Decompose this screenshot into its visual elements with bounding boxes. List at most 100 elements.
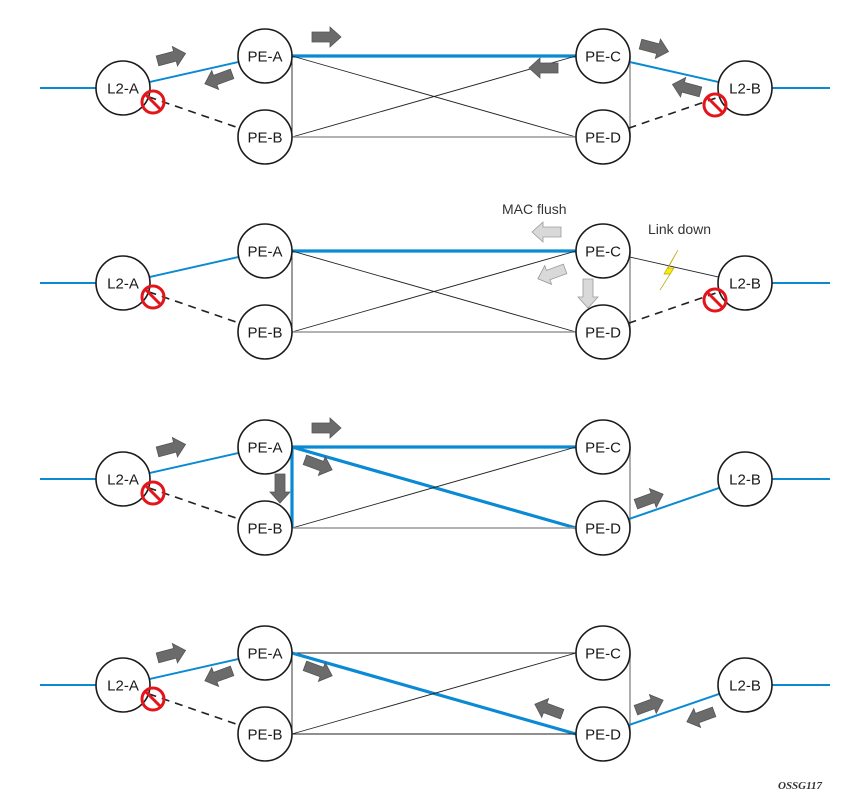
links xyxy=(40,249,830,333)
flow-arrow-right-icon xyxy=(155,436,187,458)
flow-arrow-right-icon xyxy=(311,26,342,48)
link-l2-a-pe-b xyxy=(148,487,240,520)
node-pe-d: PE-D xyxy=(575,109,631,165)
node-label: L2-B xyxy=(729,472,761,489)
node-label: PE-B xyxy=(247,521,282,538)
node-l2-a: L2-A xyxy=(95,451,151,507)
node-pe-a: PE-A xyxy=(237,625,293,681)
node-l2-a: L2-A xyxy=(95,255,151,311)
flow-arrow-right-icon xyxy=(155,642,187,664)
node-label: PE-A xyxy=(247,49,282,66)
node-label: PE-B xyxy=(247,130,282,147)
node-label: PE-D xyxy=(585,727,621,744)
node-label: PE-C xyxy=(585,646,621,663)
flow-arrow-right-icon xyxy=(633,487,664,510)
link-pe-c-l2-b xyxy=(629,256,719,278)
node-label: PE-B xyxy=(247,325,282,342)
flow-arrow-right-icon xyxy=(155,45,187,67)
node-l2-b: L2-B xyxy=(717,60,773,116)
node-label: PE-B xyxy=(247,727,282,744)
node-label: PE-A xyxy=(247,646,282,663)
node-pe-d: PE-D xyxy=(575,500,631,556)
link-down-label: Link down xyxy=(648,221,711,237)
links xyxy=(40,445,830,530)
node-pe-c: PE-C xyxy=(575,419,631,475)
node-label: PE-A xyxy=(247,440,282,457)
link-pe-d-l2-b xyxy=(628,486,720,521)
node-pe-d: PE-D xyxy=(575,304,631,360)
link-l2-a-pe-a xyxy=(149,60,239,84)
node-pe-a: PE-A xyxy=(237,28,293,84)
flow-arrow-right-icon xyxy=(311,417,342,439)
panels-layer: L2-A PE-A PE-B PE-C PE-D L2-B L2-A PE-A PE-B PE-C… xyxy=(40,26,830,762)
flow-arrow-left-icon xyxy=(531,221,562,243)
node-label: PE-D xyxy=(585,130,621,147)
link-l2-a-pe-a xyxy=(149,657,239,681)
flow-arrow-down-icon xyxy=(269,473,291,504)
flow-arrow-left-icon xyxy=(671,76,703,98)
flow-arrow-down-left-icon xyxy=(537,263,568,286)
node-l2-b: L2-B xyxy=(717,451,773,507)
mac-flush-label: MAC flush xyxy=(502,201,567,217)
node-label: PE-D xyxy=(585,521,621,538)
blocked-port-icon xyxy=(140,480,166,506)
link-down-lightning-icon xyxy=(659,249,679,291)
flow-arrow-up-left-icon xyxy=(534,697,565,720)
link-l2-a-pe-a xyxy=(149,255,239,279)
node-l2-a: L2-A xyxy=(95,657,151,713)
node-pe-a: PE-A xyxy=(237,223,293,279)
blocked-port-icon xyxy=(702,287,728,313)
flow-arrow-left-icon xyxy=(204,665,235,688)
panel-step-3: L2-A PE-A PE-B PE-C PE-D L2-B xyxy=(40,417,830,556)
node-pe-c: PE-C xyxy=(575,28,631,84)
node-pe-b: PE-B xyxy=(237,109,293,165)
link-l2-a-pe-b xyxy=(148,96,240,129)
flow-arrow-right-icon xyxy=(638,38,670,60)
node-label: PE-C xyxy=(585,244,621,261)
flow-arrow-left-icon xyxy=(528,57,559,79)
link-pe-b-pe-c xyxy=(291,250,577,333)
panel-step-2: L2-A PE-A PE-B PE-C PE-D L2-B xyxy=(40,221,830,360)
node-label: L2-A xyxy=(107,678,139,695)
link-l2-a-pe-a xyxy=(149,451,239,475)
link-pe-b-pe-c xyxy=(291,55,577,138)
node-label: PE-C xyxy=(585,440,621,457)
node-pe-b: PE-B xyxy=(237,304,293,360)
flow-arrow-left-icon xyxy=(686,706,717,729)
node-l2-b: L2-B xyxy=(717,657,773,713)
flow-arrow-down-right-icon xyxy=(302,454,333,477)
node-pe-d: PE-D xyxy=(575,706,631,762)
node-pe-a: PE-A xyxy=(237,419,293,475)
node-label: L2-B xyxy=(729,678,761,695)
blocked-port-icon xyxy=(140,89,166,115)
link-pe-b-pe-c xyxy=(291,652,577,735)
links xyxy=(40,651,830,736)
node-label: PE-D xyxy=(585,325,621,342)
node-label: L2-B xyxy=(729,276,761,293)
flow-arrow-down-icon xyxy=(577,278,599,309)
link-pe-d-l2-b xyxy=(628,96,720,129)
node-pe-c: PE-C xyxy=(575,625,631,681)
link-l2-a-pe-b xyxy=(148,693,240,726)
link-pe-d-l2-b xyxy=(628,692,720,727)
node-label: L2-B xyxy=(729,81,761,98)
node-label: PE-C xyxy=(585,49,621,66)
blocked-port-icon xyxy=(140,284,166,310)
flow-arrow-right-icon xyxy=(633,693,664,716)
figure-id: OSSG117 xyxy=(778,780,823,792)
flow-arrow-down-right-icon xyxy=(302,660,333,683)
link-pe-b-pe-c xyxy=(291,446,577,529)
node-pe-b: PE-B xyxy=(237,500,293,556)
link-pe-c-l2-b xyxy=(629,60,719,84)
link-pe-d-l2-b xyxy=(628,291,720,324)
node-pe-b: PE-B xyxy=(237,706,293,762)
flow-arrow-left-icon xyxy=(204,68,235,91)
node-label: L2-A xyxy=(107,81,139,98)
node-label: L2-A xyxy=(107,472,139,489)
link-l2-a-pe-b xyxy=(148,291,240,324)
node-l2-b: L2-B xyxy=(717,255,773,311)
node-l2-a: L2-A xyxy=(95,60,151,116)
links xyxy=(40,54,830,138)
panel-step-4: L2-A PE-A PE-B PE-C PE-D L2-B xyxy=(40,625,830,762)
node-label: PE-A xyxy=(247,244,282,261)
